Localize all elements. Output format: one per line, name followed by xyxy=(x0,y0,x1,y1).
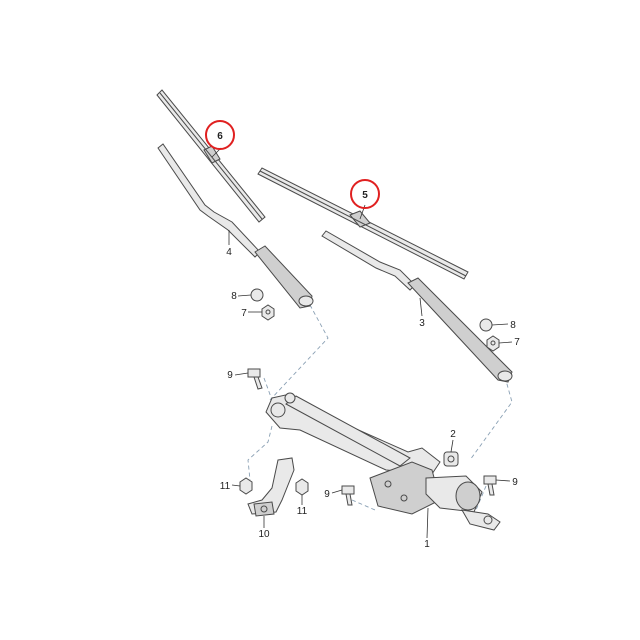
callout-7-right: 7 xyxy=(514,337,520,348)
callout-8-right: 8 xyxy=(510,320,516,331)
wiper-linkage-frame xyxy=(265,392,501,531)
dashed-leader-arm-4 xyxy=(269,304,329,401)
callout-4: 4 xyxy=(226,247,232,258)
nut-11-left xyxy=(239,477,253,495)
wiper-arm-left xyxy=(157,143,314,309)
wiper-blade-right xyxy=(257,167,469,280)
callout-11-right: 11 xyxy=(297,506,308,517)
callout-8-left: 8 xyxy=(231,291,237,302)
dashed-leader-bracket xyxy=(247,425,273,481)
dashed-leader-bolt-9 xyxy=(351,499,376,511)
callout-11-left: 11 xyxy=(220,481,231,492)
bolt-9-middle xyxy=(341,485,355,506)
callout-9-right: 9 xyxy=(512,477,518,488)
callout-3: 3 xyxy=(419,318,425,329)
highlight-circle-6 xyxy=(205,120,235,150)
cap-8-right xyxy=(479,318,493,332)
cap-8-left xyxy=(250,288,264,302)
bracket-10 xyxy=(247,457,295,517)
callout-10: 10 xyxy=(258,529,270,540)
wiper-blade-left xyxy=(156,89,266,223)
bolt-9-top xyxy=(247,368,263,390)
grommet-2 xyxy=(443,451,459,467)
nut-7-left xyxy=(261,304,275,321)
callout-7-left: 7 xyxy=(241,308,247,319)
callout-9-middle: 9 xyxy=(324,489,330,500)
callout-2: 2 xyxy=(450,429,456,440)
nut-11-right xyxy=(295,478,309,496)
highlight-circle-5 xyxy=(350,179,380,209)
callout-labels: 6 5 4 3 2 1 8 7 8 7 9 9 9 11 11 10 xyxy=(217,131,520,550)
wiper-arm-right xyxy=(321,230,513,383)
dashed-leader-bolt-9-right xyxy=(475,485,487,511)
bolt-9-right xyxy=(483,475,497,496)
dashed-leader-arm-3 xyxy=(469,376,513,461)
callout-6: 6 xyxy=(217,131,223,142)
dashed-leaders xyxy=(247,304,513,511)
nut-7-right xyxy=(486,335,500,352)
callout-1: 1 xyxy=(424,539,430,550)
dashed-leader-bolt-9-top xyxy=(263,377,273,401)
callout-9-top: 9 xyxy=(227,370,233,381)
callout-5: 5 xyxy=(362,190,368,201)
